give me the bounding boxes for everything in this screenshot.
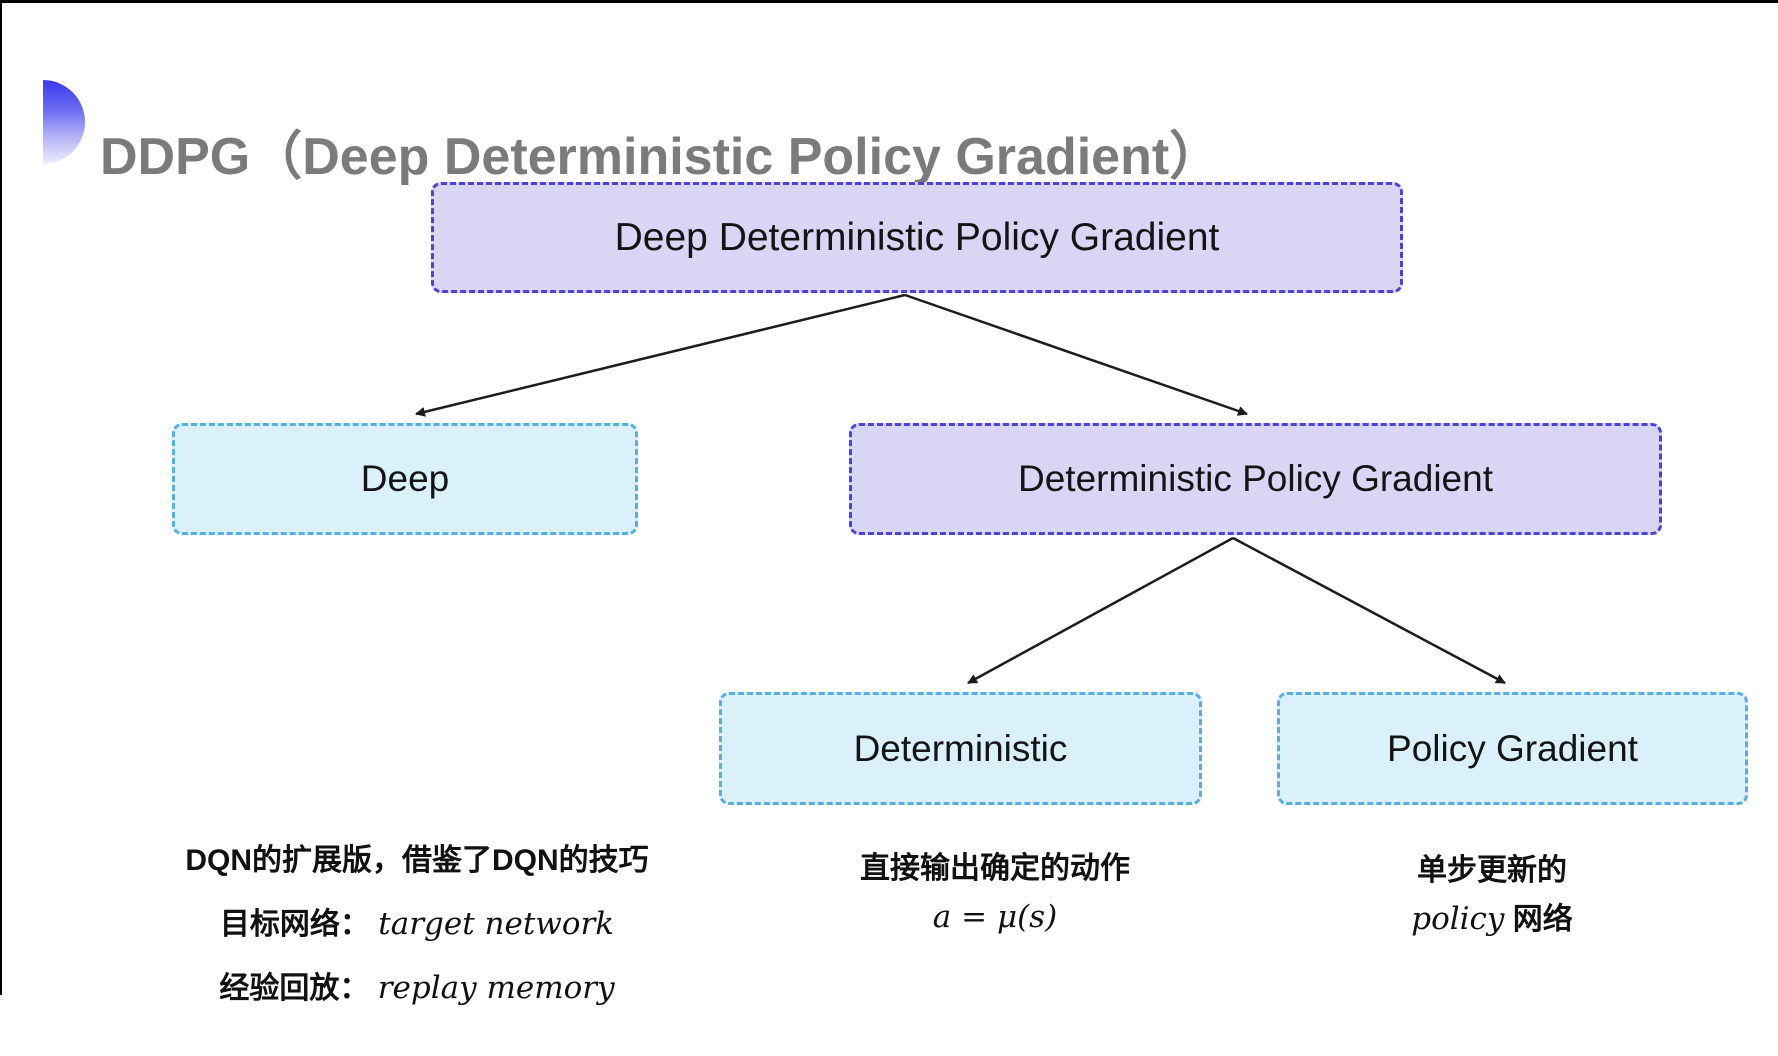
note-line: 经验回放： replay memory (117, 968, 717, 1009)
edge-dpg-policy-gradient (1232, 536, 1506, 685)
node-deterministic: Deterministic (719, 692, 1202, 805)
node-deep: Deep (172, 423, 638, 535)
note-line: 直接输出确定的动作 (860, 852, 1130, 885)
edge-ddpg-deep (415, 293, 906, 417)
node-deterministic-policy-gradient: Deterministic Policy Gradient (849, 423, 1662, 535)
node-label: Deep (360, 458, 450, 499)
node-label: Deterministic (853, 727, 1068, 769)
edge-ddpg-dpg (904, 293, 1248, 416)
slide-bullet-semicircle-icon (43, 80, 85, 164)
note-policy-gradient: 单步更新的 policy 网络 (1332, 851, 1652, 948)
node-deep-deterministic-policy-gradient: Deep Deterministic Policy Gradient (431, 182, 1403, 293)
note-label: 目标网络： (219, 908, 370, 941)
note-line: 单步更新的 (1417, 854, 1567, 887)
page-title: DDPG（Deep Deterministic Policy Gradient） (100, 127, 1222, 186)
node-label: Policy Gradient (1387, 727, 1638, 769)
node-label: Deterministic Policy Gradient (1018, 458, 1493, 499)
note-deterministic: 直接输出确定的动作 a = μ(s) (795, 849, 1195, 945)
note-line: policy 网络 (1332, 899, 1652, 940)
note-term: policy (1411, 901, 1505, 937)
note-term: target network (378, 906, 615, 942)
note-term: replay memory (377, 970, 615, 1006)
edge-dpg-deterministic (967, 536, 1234, 685)
note-deep: DQN的扩展版，借鉴了DQN的技巧 目标网络： target network 经… (117, 841, 717, 1009)
note-line: DQN的扩展版，借鉴了DQN的技巧 (185, 844, 649, 877)
note-label: 网络 (1504, 903, 1573, 936)
window-top-border (0, 0, 1778, 3)
note-equation: a = μ(s) (932, 899, 1058, 935)
node-policy-gradient: Policy Gradient (1277, 692, 1748, 805)
note-label: 经验回放： (219, 972, 370, 1005)
node-label: Deep Deterministic Policy Gradient (614, 215, 1220, 259)
note-line: 目标网络： target network (117, 904, 717, 945)
window-left-border (0, 0, 2, 995)
